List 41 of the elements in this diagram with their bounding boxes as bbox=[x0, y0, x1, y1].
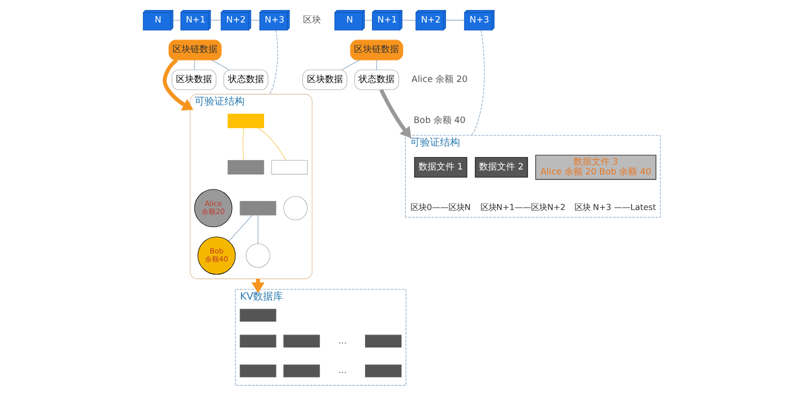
connector bbox=[257, 128, 286, 160]
node-box bbox=[271, 160, 308, 174]
node-box: 区块链数据 bbox=[350, 40, 404, 60]
node-bar bbox=[365, 364, 402, 378]
label: Bob 余额 40 bbox=[414, 116, 466, 126]
node-box: 数据文件 1 bbox=[414, 157, 468, 178]
arrow bbox=[162, 58, 194, 110]
node-bar bbox=[365, 334, 402, 348]
connector bbox=[242, 128, 244, 161]
node-circle bbox=[283, 196, 308, 220]
label: ... bbox=[338, 366, 347, 376]
node-bar bbox=[240, 308, 276, 322]
node-bar bbox=[283, 334, 320, 348]
node-label: 区块N+1——区块N+2 bbox=[480, 202, 566, 212]
node-box: 区块数据 bbox=[302, 70, 348, 90]
node-box: 数据文件 3 Alice 余额 20 Bob 余额 40 bbox=[535, 154, 656, 180]
label: Alice 余额 20 bbox=[412, 74, 468, 85]
node-bar bbox=[240, 334, 276, 348]
node-bar bbox=[283, 364, 320, 378]
label: ... bbox=[338, 336, 347, 346]
node-box: 状态数据 bbox=[354, 70, 400, 90]
connector bbox=[470, 30, 485, 136]
label: 区块 bbox=[303, 15, 322, 26]
arrow bbox=[379, 88, 412, 138]
node-box bbox=[228, 114, 264, 128]
connector bbox=[211, 60, 230, 70]
connector bbox=[376, 60, 377, 70]
node-circle bbox=[246, 243, 270, 268]
node-box: 区块链数据 bbox=[168, 40, 222, 60]
connector bbox=[342, 60, 360, 70]
node-box: 状态数据 bbox=[224, 70, 268, 90]
node-bar bbox=[240, 364, 276, 378]
node-label: 区块 N+3 ——Latest bbox=[574, 202, 656, 212]
node-box: 区块数据 bbox=[172, 70, 216, 90]
node-label: 区块0——区块N bbox=[410, 202, 471, 212]
node-box bbox=[240, 200, 276, 216]
node-box: 数据文件 2 bbox=[474, 157, 528, 178]
connector bbox=[270, 30, 278, 94]
node-box bbox=[228, 160, 264, 174]
connector bbox=[194, 60, 195, 70]
connector bbox=[228, 214, 253, 242]
